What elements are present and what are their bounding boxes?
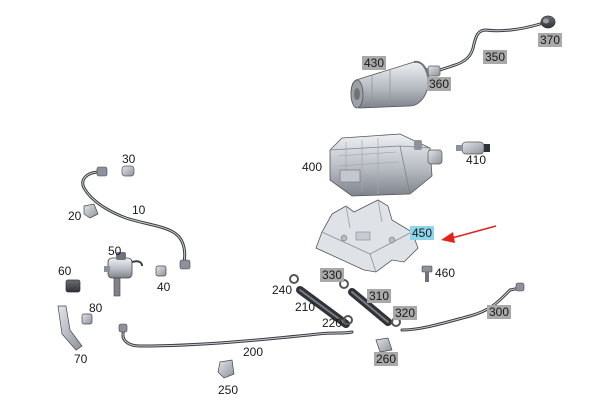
part-50-valve [104, 252, 143, 297]
label-50: 50 [108, 244, 122, 258]
part-300-line [400, 282, 525, 332]
label-330: 330 [320, 268, 345, 282]
part-310-hose [348, 288, 392, 326]
part-80-clip [81, 313, 93, 325]
part-200-line [118, 323, 354, 348]
label-450-selected: 450 [410, 226, 435, 240]
part-60-block [65, 279, 81, 293]
red-arrow-icon [441, 225, 497, 243]
label-60: 60 [58, 264, 72, 278]
part-10-line [81, 166, 191, 270]
part-20-clip [83, 203, 99, 219]
label-360: 360 [427, 77, 452, 91]
label-410: 410 [466, 153, 487, 167]
part-350-line [438, 22, 542, 72]
label-210: 210 [295, 300, 316, 314]
part-40-connector [155, 265, 167, 277]
label-80: 80 [89, 301, 103, 315]
label-20: 20 [68, 209, 82, 223]
part-450-bracket [315, 199, 419, 273]
part-430-filter [350, 60, 430, 109]
part-210-hose [296, 286, 350, 328]
part-70-bracket [57, 305, 83, 351]
part-370-cap [540, 15, 556, 29]
label-260: 260 [374, 352, 399, 366]
label-70: 70 [74, 352, 88, 366]
part-250-clip [217, 359, 235, 379]
label-250: 250 [218, 383, 239, 397]
label-370: 370 [538, 33, 563, 47]
label-460: 460 [435, 266, 456, 280]
label-400: 400 [302, 160, 323, 174]
part-240-clamp [289, 274, 299, 284]
label-430: 430 [362, 56, 387, 70]
part-460-bolt [421, 265, 433, 282]
label-300: 300 [487, 305, 512, 319]
label-350: 350 [483, 50, 508, 64]
label-30: 30 [122, 152, 136, 166]
label-320: 320 [393, 306, 418, 320]
part-220-clamp [343, 315, 353, 325]
label-240: 240 [272, 283, 293, 297]
label-10: 10 [132, 203, 146, 217]
part-400-canister [329, 133, 443, 197]
label-40: 40 [157, 280, 171, 294]
part-410-valve [456, 141, 490, 155]
label-310: 310 [367, 289, 392, 303]
label-220: 220 [322, 316, 343, 330]
part-30-connector [121, 165, 135, 177]
part-260-clip [375, 337, 393, 353]
label-200: 200 [243, 345, 264, 359]
